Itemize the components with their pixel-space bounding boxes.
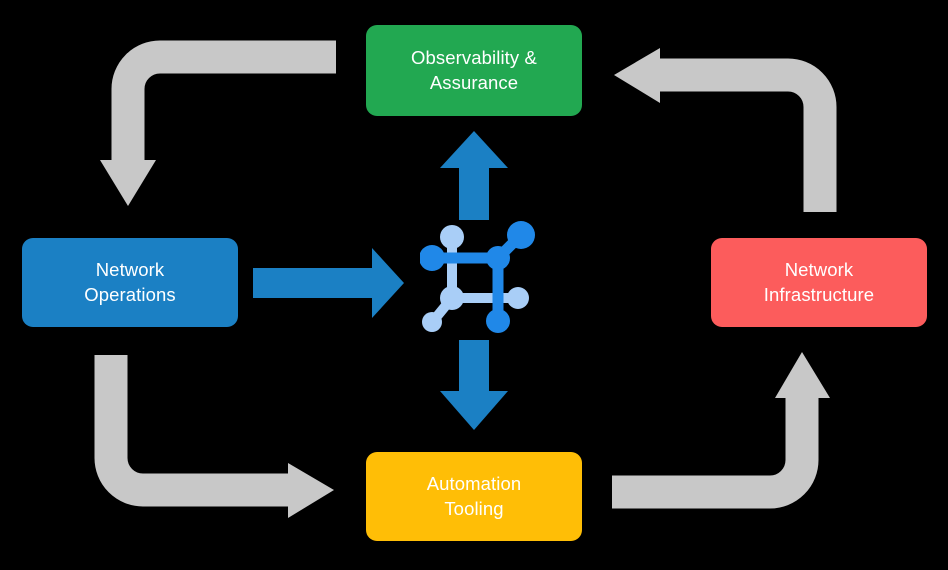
connector-center-to-automation bbox=[440, 340, 508, 430]
connector-center-to-observability bbox=[440, 131, 508, 220]
node-label-observability: Observability & Assurance bbox=[411, 46, 537, 93]
node-label-network-operations: Network Operations bbox=[84, 258, 176, 305]
network-topology-icon bbox=[420, 221, 535, 333]
node-observability-assurance[interactable]: Observability & Assurance bbox=[366, 25, 582, 116]
node-network-operations[interactable]: Network Operations bbox=[22, 238, 238, 327]
node-automation-tooling[interactable]: Automation Tooling bbox=[366, 452, 582, 541]
connector-operations-to-automation bbox=[94, 355, 334, 518]
connector-automation-to-infrastructure bbox=[612, 352, 830, 509]
node-label-automation-tooling: Automation Tooling bbox=[426, 472, 522, 519]
connector-operations-to-center bbox=[253, 248, 404, 318]
connector-infrastructure-to-observability bbox=[614, 48, 837, 212]
node-label-network-infrastructure: Network Infrastructure bbox=[763, 258, 875, 305]
node-network-infrastructure[interactable]: Network Infrastructure bbox=[711, 238, 927, 327]
connector-observability-to-operations bbox=[100, 40, 336, 206]
